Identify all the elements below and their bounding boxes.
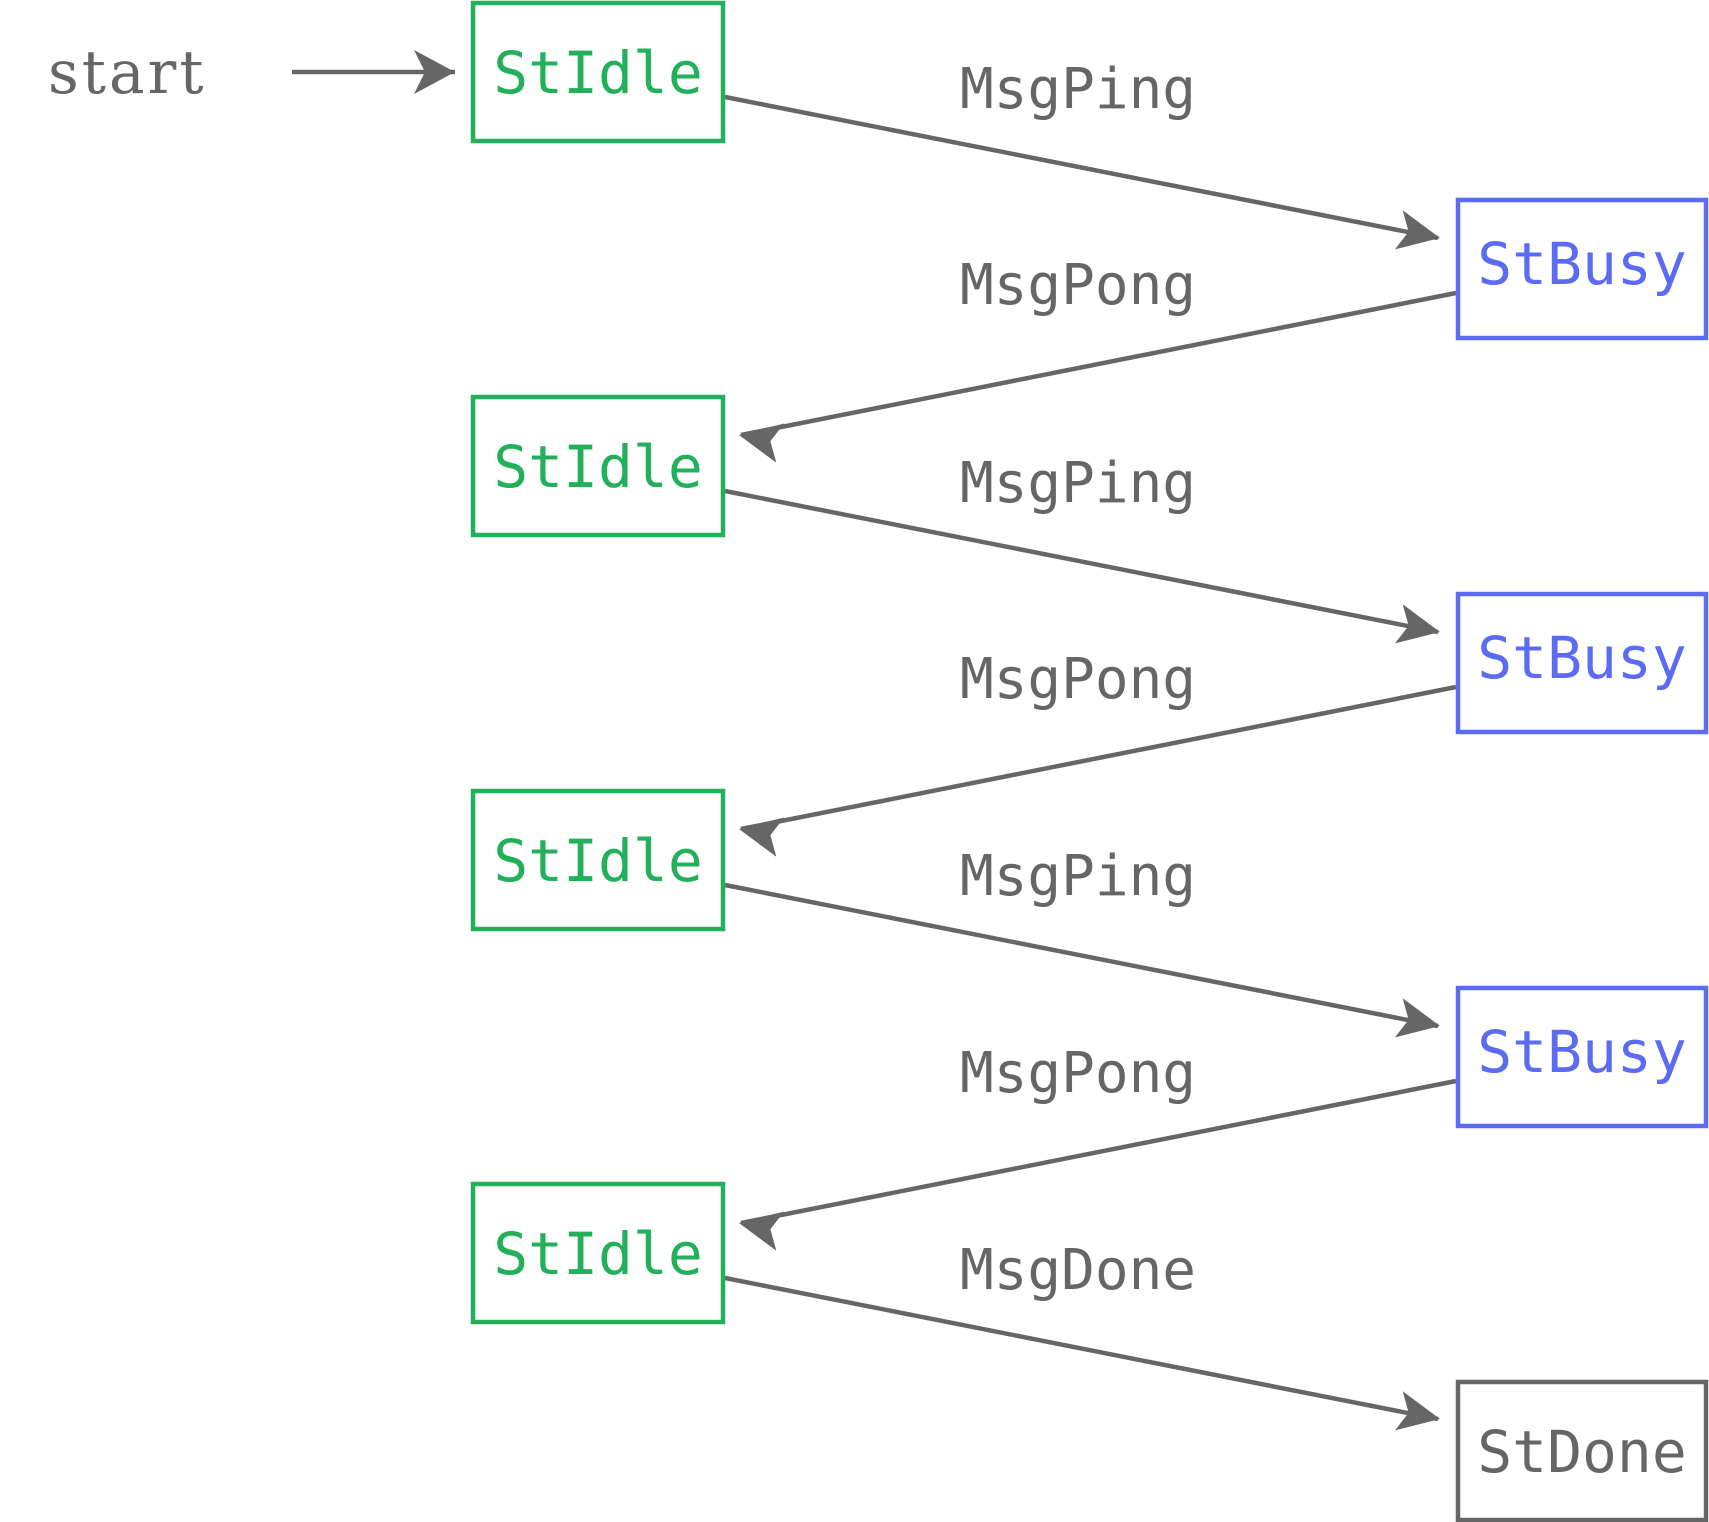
edges <box>724 94 1457 1422</box>
node-label: StBusy <box>1477 1018 1687 1086</box>
arrowhead <box>739 817 785 857</box>
arrowhead <box>739 1211 785 1251</box>
node-box <box>1455 985 1709 1129</box>
arrowhead <box>739 423 785 463</box>
node-label: StIdle <box>493 433 703 501</box>
node-box <box>470 0 726 144</box>
edge-line <box>740 684 1457 832</box>
edge-line <box>724 94 1439 241</box>
node-idle: StIdle <box>470 1181 726 1325</box>
node-label: StIdle <box>493 1220 703 1288</box>
edge-label: MsgPong <box>960 253 1196 318</box>
node-label: StIdle <box>493 39 703 107</box>
edge-label: MsgPong <box>960 647 1196 712</box>
node-label: StBusy <box>1477 230 1687 298</box>
node-box <box>1455 197 1709 341</box>
node-done: StDone <box>1455 1379 1709 1522</box>
edge-label: MsgDone <box>960 1238 1196 1303</box>
edge-label: MsgPing <box>960 451 1196 516</box>
arrowhead <box>1394 1391 1440 1431</box>
arrowhead <box>1394 604 1440 644</box>
start-label: start <box>48 38 206 108</box>
node-box <box>1455 1379 1709 1522</box>
edge-line <box>740 290 1457 438</box>
edge-labels: MsgPing MsgPong MsgPing MsgPong MsgPing … <box>960 57 1196 1303</box>
node-box <box>1455 591 1709 735</box>
edge-line <box>740 1078 1457 1226</box>
node-box <box>470 788 726 932</box>
node-busy: StBusy <box>1455 197 1709 341</box>
arrowheads <box>414 50 1440 1431</box>
arrowhead <box>414 50 455 94</box>
node-idle: StIdle <box>470 0 726 144</box>
edge-line <box>724 882 1439 1029</box>
edge-label: MsgPing <box>960 844 1196 909</box>
arrowhead <box>1394 210 1440 250</box>
edge-line <box>724 488 1439 635</box>
edge-label: MsgPong <box>960 1041 1196 1106</box>
node-idle: StIdle <box>470 394 726 538</box>
node-busy: StBusy <box>1455 985 1709 1129</box>
node-label: StDone <box>1477 1418 1687 1486</box>
node-label: StIdle <box>493 827 703 895</box>
node-box <box>470 394 726 538</box>
node-idle: StIdle <box>470 788 726 932</box>
node-label: StBusy <box>1477 624 1687 692</box>
node-box <box>470 1181 726 1325</box>
edge-line <box>724 1275 1439 1422</box>
node-busy: StBusy <box>1455 591 1709 735</box>
arrowhead <box>1394 998 1440 1038</box>
edge-label: MsgPing <box>960 57 1196 122</box>
